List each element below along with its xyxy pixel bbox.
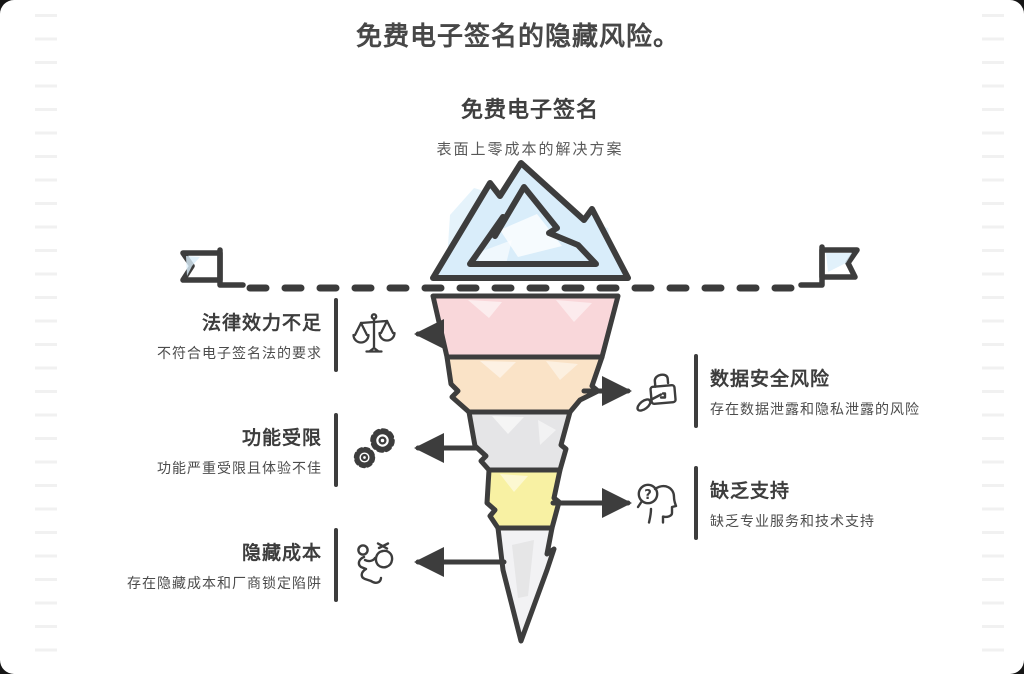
callout-support-title: 缺乏支持 xyxy=(710,479,791,502)
right-edge-ticks xyxy=(982,14,1004,662)
summit-subtitle: 表面上零成本的解决方案 xyxy=(436,140,624,158)
iceberg-summit-label: 免费电子签名 表面上零成本的解决方案 xyxy=(18,92,1024,159)
lock-pick-icon xyxy=(634,367,682,415)
callout-divider xyxy=(694,354,698,428)
callout-divider xyxy=(694,466,698,540)
callout-function: 功能受限 功能严重受限且体验不佳 xyxy=(157,409,398,491)
segment-highlight xyxy=(500,474,528,492)
page-title: 免费电子签名的隐藏风险。 xyxy=(355,22,680,52)
left-flag-icon xyxy=(180,247,246,288)
callout-function-title: 功能受限 xyxy=(241,426,322,449)
mountain-inner-outline xyxy=(467,184,599,267)
callout-security: 数据安全风险 存在数据泄露和隐私泄露的风险 xyxy=(634,350,920,432)
callout-legal-subtitle: 不符合电子签名法的要求 xyxy=(157,345,322,362)
runner-with-bag-icon xyxy=(350,541,398,589)
callout-support-subtitle: 缺乏专业服务和技术支持 xyxy=(710,513,875,530)
callout-cost-subtitle: 存在隐藏成本和厂商锁定陷阱 xyxy=(127,575,322,592)
left-edge-ticks xyxy=(35,14,57,662)
right-flag-icon xyxy=(798,244,860,288)
callout-cost-title: 隐藏成本 xyxy=(241,541,322,564)
callout-divider xyxy=(334,413,338,487)
callout-cost: 隐藏成本 存在隐藏成本和厂商锁定陷阱 xyxy=(127,524,398,606)
segment-highlight xyxy=(556,300,592,322)
segment-highlight xyxy=(546,361,578,380)
callout-divider xyxy=(334,298,338,372)
segment-highlight xyxy=(492,416,524,434)
callout-function-subtitle: 功能严重受限且体验不佳 xyxy=(157,460,322,477)
question-mark-glyph: ? xyxy=(644,488,652,503)
callout-security-title: 数据安全风险 xyxy=(710,367,831,390)
mountain-snow-patch-2 xyxy=(478,240,512,266)
callout-divider xyxy=(334,528,338,602)
segment-highlight xyxy=(468,300,502,318)
callout-support: ? 缺乏支持 缺乏专业服务和技术支持 xyxy=(634,462,875,544)
segment-highlight xyxy=(538,420,556,445)
mountain-snow-patch xyxy=(500,214,562,257)
gears-icon xyxy=(350,426,398,474)
segment-legal xyxy=(430,293,621,360)
summit-title: 免费电子签名 xyxy=(460,98,599,123)
callout-legal-title: 法律效力不足 xyxy=(201,311,322,334)
head-question-icon: ? xyxy=(634,479,682,527)
callout-security-subtitle: 存在数据泄露和隐私泄露的风险 xyxy=(710,401,920,418)
callout-legal: 法律效力不足 不符合电子签名法的要求 xyxy=(157,294,398,376)
balance-scale-icon xyxy=(350,311,398,359)
segment-security xyxy=(444,354,605,415)
segment-shade xyxy=(512,540,534,598)
segment-highlight xyxy=(480,361,516,378)
